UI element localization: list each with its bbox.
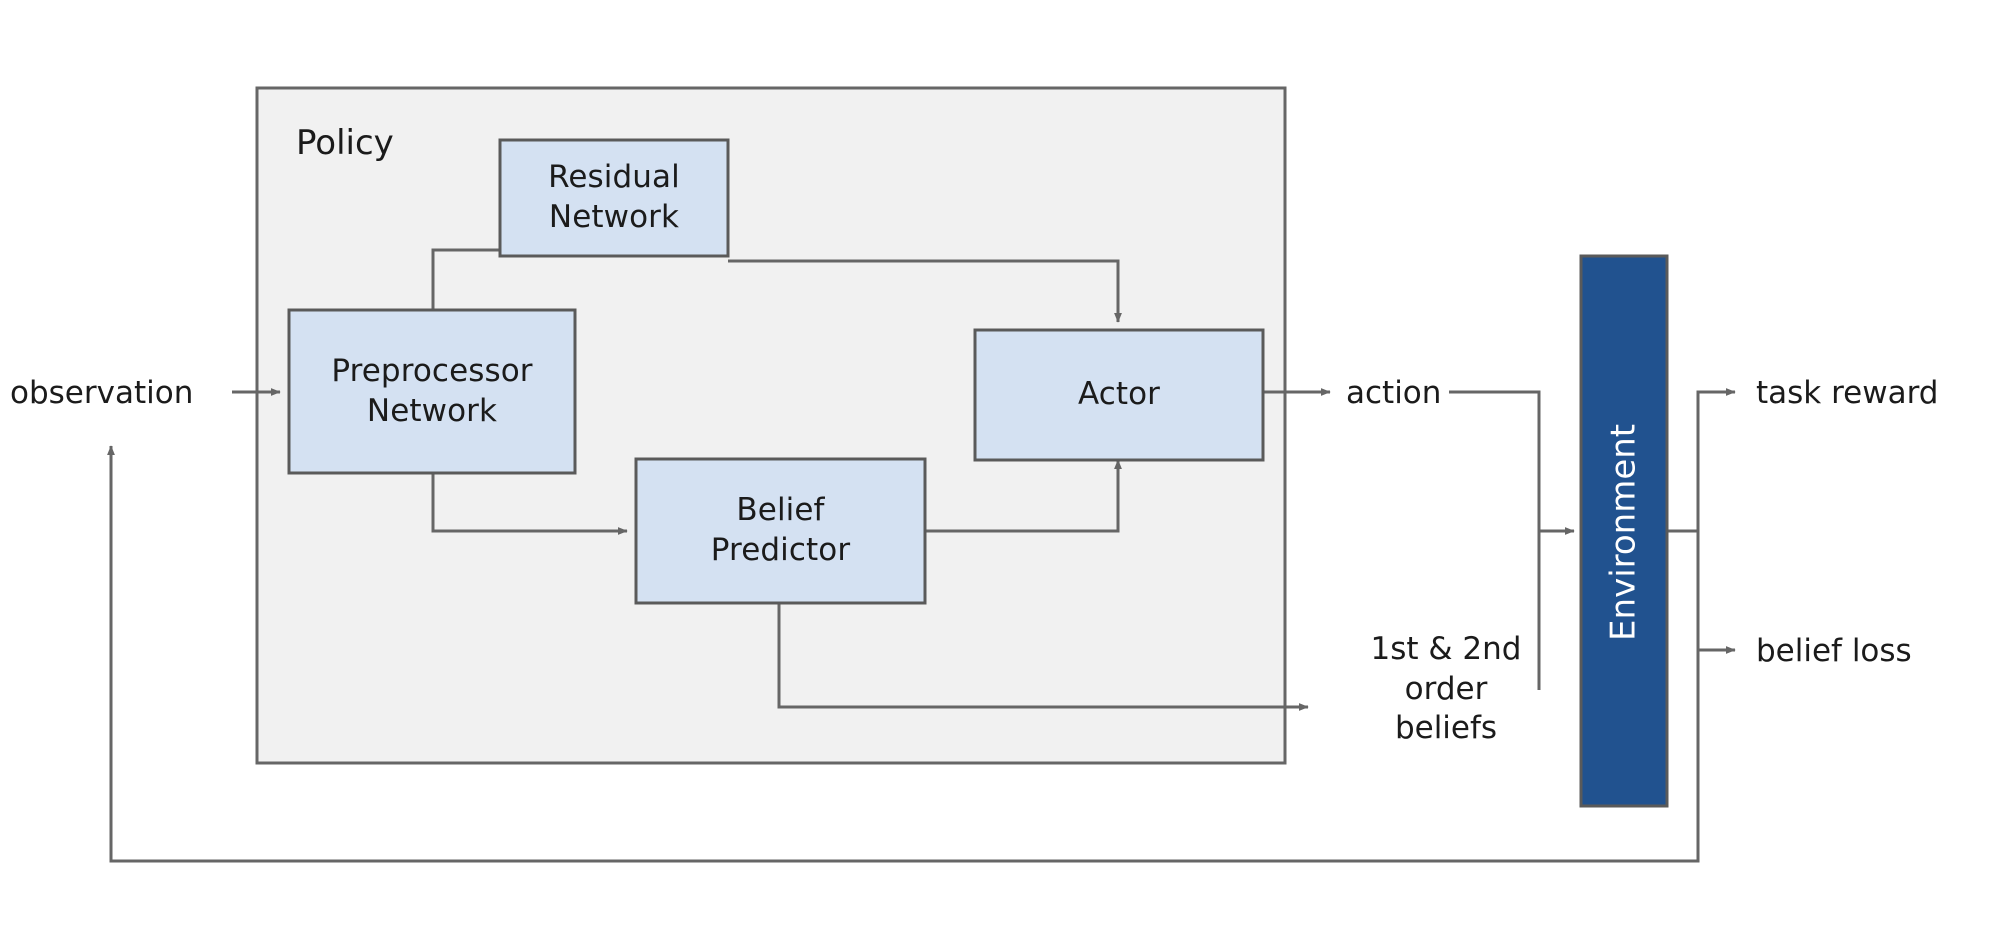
edge-label-action: action [1346,375,1442,411]
edge-action-to-environment [1449,390,1575,535]
edge-environment-to-observation-feedback [107,445,1700,863]
node-environment[interactable] [1579,254,1669,808]
node-preprocessor[interactable] [287,308,577,475]
node-label-environment: Environment [1603,423,1644,641]
policy-group-title: Policy [296,123,394,163]
edge-environment-to-belief-loss [1696,531,1736,654]
node-residual[interactable] [498,138,730,258]
edge-environment-to-task-reward [1667,388,1736,533]
edge-residual-to-actor [728,259,1122,323]
edge-belief-predictor-to-actor [925,459,1122,533]
edge-label-observation: observation [10,375,194,411]
node-belief-predictor[interactable] [634,457,927,605]
edge-label-task-reward: task reward [1756,375,1939,411]
edge-preprocessor-to-belief-predictor [431,473,628,535]
edge-label-belief-loss: belief loss [1756,633,1912,669]
edge-label-beliefs: 1st & 2nd order beliefs [1370,631,1522,747]
edge-belief-predictor-to-beliefs [777,603,1309,711]
node-actor[interactable] [973,328,1265,462]
